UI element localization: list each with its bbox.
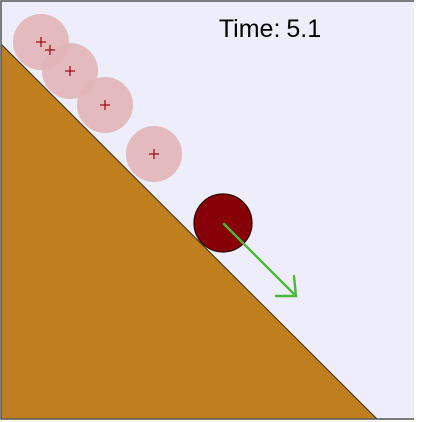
plus-crosshair-icon	[149, 149, 159, 159]
incline-surface-line	[0, 43, 378, 420]
ghost-markers	[36, 37, 159, 159]
plus-crosshair-icon	[45, 45, 55, 55]
plus-crosshair-icon	[65, 66, 75, 76]
velocity-arrow-icon	[222, 222, 298, 298]
side-scroll-strip[interactable]	[414, 0, 424, 422]
plus-crosshair-icon	[100, 100, 110, 110]
plus-crosshair-icon	[36, 37, 46, 47]
